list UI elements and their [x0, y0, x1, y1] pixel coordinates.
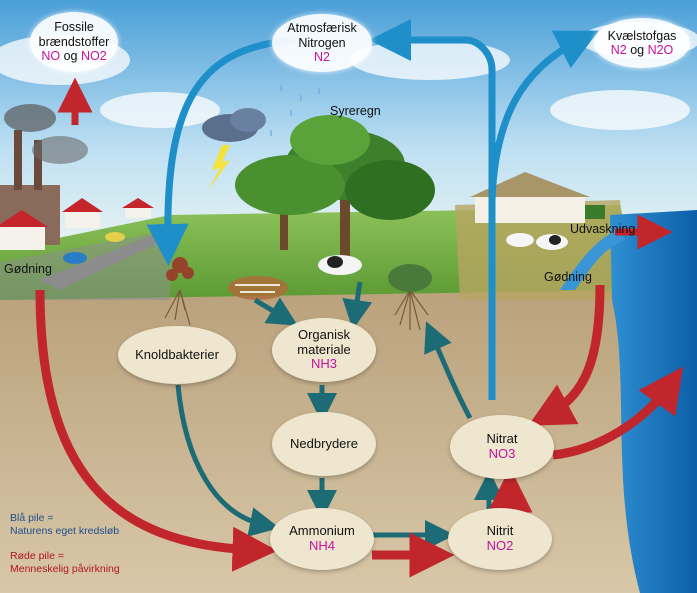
organisk-line2: materiale: [297, 341, 351, 357]
rain-cloud-icon: [202, 108, 266, 190]
fossile-line2: brændstoffer: [38, 34, 110, 49]
legend-blue-line2: Naturens eget kredsløb: [10, 525, 120, 538]
kvaelstofgas-chem-a: N2: [610, 43, 627, 57]
car-icon: [105, 232, 125, 242]
node-atmosfaerisk: Atmosfærisk Nitrogen N2: [272, 14, 372, 72]
houses-icon: [0, 198, 154, 250]
legend-red-line1: Røde pile =: [10, 550, 64, 563]
organisk-line1: Organisk: [297, 326, 351, 342]
legend-blue-line1: Blå pile =: [10, 512, 54, 524]
car-icon: [63, 252, 87, 264]
kvaelstofgas-line1: Kvælstofgas: [607, 28, 677, 43]
shrub-icon: [388, 264, 432, 292]
kvaelstofgas-joiner: og: [630, 43, 645, 57]
legend-spacer: [10, 538, 120, 550]
nedbrydere-label: Nedbrydere: [290, 435, 358, 451]
atmosfaerisk-line2: Nitrogen: [298, 35, 346, 50]
ammonium-chem: NH4: [308, 538, 335, 553]
fossile-chem: NO og NO2: [41, 49, 106, 63]
dead-animal-icon: [228, 276, 288, 300]
label-godning-left: Gødning: [4, 262, 52, 276]
legend-red-line2: Menneskelig påvirkning: [10, 563, 120, 576]
node-organisk: Organisk materiale NH3: [272, 318, 376, 382]
atmosfaerisk-chem: N2: [314, 50, 330, 65]
node-nitrat: Nitrat NO3: [450, 415, 554, 479]
label-udvaskning: Udvaskning: [570, 222, 636, 236]
kvaelstofgas-chem: N2 og N2O: [611, 43, 674, 57]
roots-icon: [164, 289, 429, 331]
node-knoldbakterier: Knoldbakterier: [118, 326, 236, 384]
node-nedbrydere: Nedbrydere: [272, 412, 376, 476]
kvaelstofgas-chem-b: N2O: [647, 43, 674, 57]
fossile-chem-b: NO2: [80, 49, 107, 64]
node-fossile: Fossile brændstoffer NO og NO2: [30, 12, 118, 72]
ammonium-label: Ammonium: [289, 523, 355, 539]
organisk-chem: NH3: [310, 356, 337, 372]
knoldbakterier-label: Knoldbakterier: [135, 346, 219, 362]
node-ammonium: Ammonium NH4: [270, 508, 374, 570]
label-godning-right: Gødning: [544, 270, 592, 284]
nitrit-label: Nitrit: [486, 523, 514, 539]
atmosfaerisk-line1: Atmosfærisk: [287, 21, 357, 36]
node-nitrit: Nitrit NO2: [448, 508, 552, 570]
legend: Blå pile = Naturens eget kredsløb Røde p…: [10, 512, 120, 577]
label-syreregn: Syreregn: [330, 104, 381, 118]
nitrat-label: Nitrat: [486, 431, 518, 447]
node-kvaelstofgas: Kvælstofgas N2 og N2O: [594, 18, 690, 68]
cow-icon: [318, 233, 568, 275]
trees-icon: [235, 115, 435, 260]
nitrat-chem: NO3: [488, 446, 516, 461]
fossile-line1: Fossile: [54, 20, 94, 35]
fossile-joiner: og: [63, 49, 78, 64]
fossile-chem-a: NO: [41, 49, 61, 64]
nitrit-chem: NO2: [486, 538, 514, 553]
